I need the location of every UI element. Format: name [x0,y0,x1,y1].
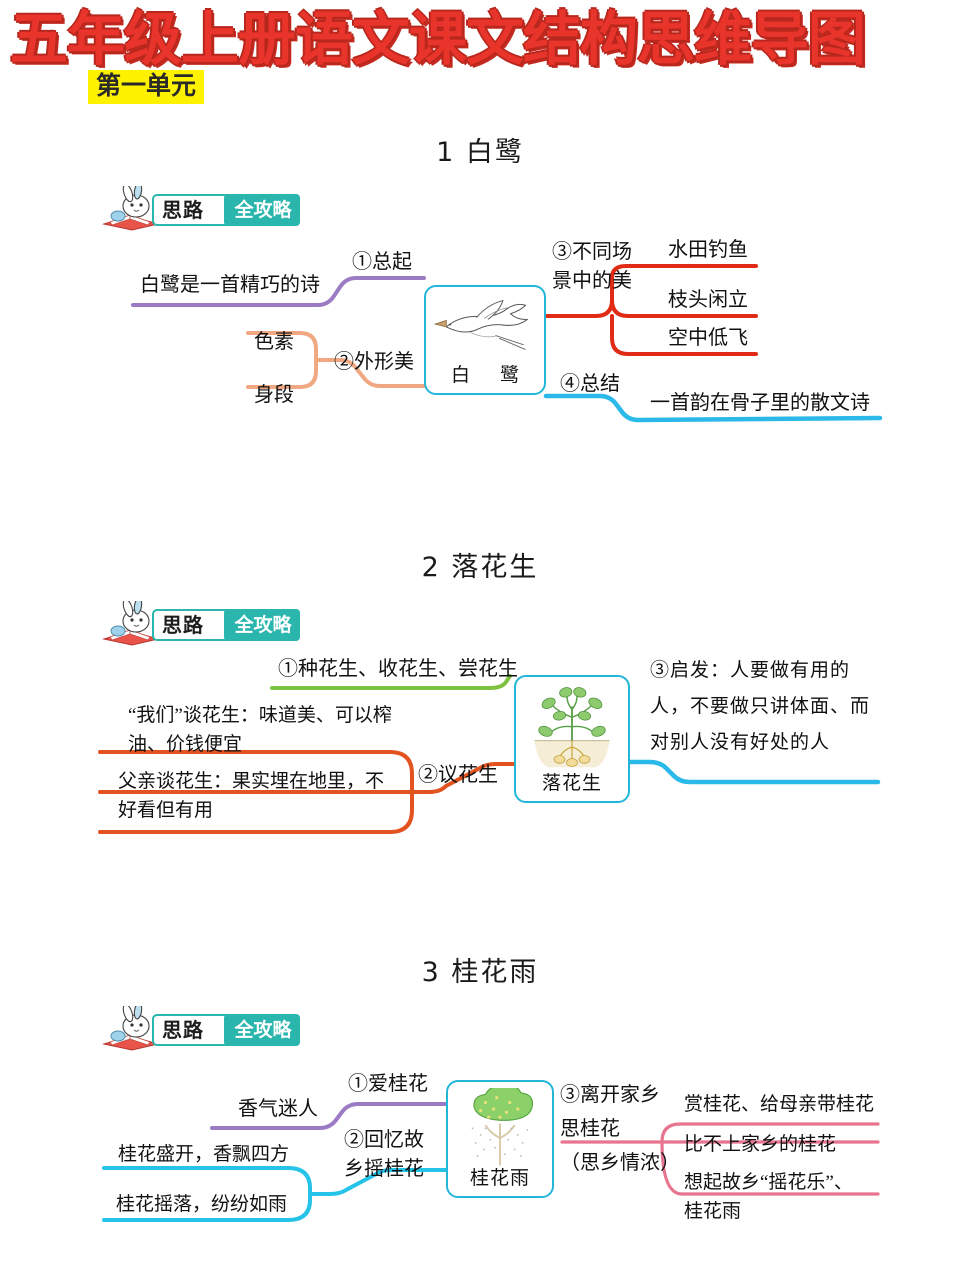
center-node-luohuasheng: 落花生 [514,675,630,803]
rabbit-reading-book-icon [102,601,159,646]
branch-label-3: ③离开家乡 思桂花 （思乡情浓） [560,1084,680,1174]
branch-label-2: ②回忆故 乡摇桂花 [344,1129,424,1180]
node-xiangqi-guxiang: 想起故乡“摇花乐”、 桂花雨 [684,1172,853,1222]
section-title: 1 白鹭 [436,137,524,168]
node-shuitian: 水田钓鱼 [668,239,748,261]
node-shenduan: 身段 [254,384,294,406]
node-bailu-shi: 白鹭是一首精巧的诗 [140,274,320,296]
center-caption: 落花生 [541,772,602,794]
page-header: 五年级上册语文课文结构思维导图 第一单元 [0,0,960,110]
node-guihua-yaoluo: 桂花摇落，纷纷如雨 [116,1194,288,1215]
badge-pill-right [224,609,300,641]
node-sanwenshi: 一首韵在骨子里的散文诗 [650,392,870,414]
node-bibushang: 比不上家乡的桂花 [684,1134,837,1155]
branch-label-1: ①种花生、收花生、尝花生 [278,658,518,680]
siLu-quangonglue-badge: 思路 全攻略 [100,601,300,647]
section-bailu: 1 白鹭 思路 全攻略 [0,130,960,460]
center-caption: 桂花雨 [469,1167,530,1189]
branch-label-2: ②外形美 [334,351,414,373]
badge-label-right: 全攻略 [234,1019,292,1041]
branch-label-1: ①总起 [352,251,412,273]
center-caption: 白 鹭 [450,364,532,386]
badge-pill-right [224,194,300,226]
unit-badge: 第一单元 [88,70,205,104]
badge-pill-right [224,1014,300,1046]
branch-label-3: ③不同场 景中的美 [552,241,632,292]
node-qifa: ③启发：人要做有用的 人，不要做只讲体面、而 对别人没有好处的人 [650,660,871,753]
badge-label-right: 全攻略 [234,614,292,636]
rabbit-reading-book-icon [102,1006,159,1051]
osmanthus-tree-illustration [471,1088,534,1166]
node-kongzhong: 空中低飞 [668,327,748,349]
badge-label-right: 全攻略 [234,199,292,221]
badge-label-left: 思路 [162,198,204,222]
section-guihuayu: 3 桂花雨 思路 全攻略 [0,950,960,1280]
node-fuqin-tan: 父亲谈花生：果实埋在地里，不 好看但有用 [118,771,385,821]
badge-label-left: 思路 [162,613,204,637]
branch-label-2: ②议花生 [418,764,498,786]
node-guihua-shengkai: 桂花盛开，香飘四方 [118,1144,290,1165]
node-shang-guihua: 赏桂花、给母亲带桂花 [684,1094,875,1115]
section-luohuasheng: 2 落花生 思路 全攻略 [0,545,960,875]
peanut-plant-illustration [534,687,610,768]
section-title: 3 桂花雨 [421,957,539,988]
badge-label-left: 思路 [162,1018,204,1042]
rabbit-reading-book-icon [102,186,159,231]
node-xiangqi: 香气迷人 [238,1098,318,1120]
page-title: 五年级上册语文课文结构思维导图 [9,4,867,74]
flying-egret-illustration [433,299,528,351]
siLu-quangonglue-badge: 思路 全攻略 [100,1006,300,1052]
node-sese: 色素 [254,331,294,353]
section-title: 2 落花生 [421,552,539,583]
siLu-quangonglue-badge: 思路 全攻略 [100,186,300,232]
node-women-tan: “我们”谈花生：味道美、可以榨 油、价钱便宜 [128,705,392,755]
center-node-guihuayu: 桂花雨 [446,1080,554,1198]
branch-label-4: ④总结 [560,373,620,395]
center-node-bailu: 白 鹭 [424,285,546,395]
branch-label-1: ①爱桂花 [348,1073,428,1095]
node-zhitou: 枝头闲立 [668,289,748,311]
